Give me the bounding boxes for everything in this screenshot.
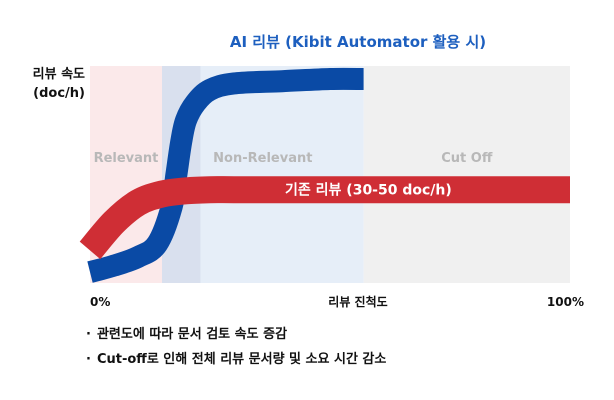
- y-axis-label-line2: (doc/h): [33, 86, 85, 101]
- note-1-text: 관련도에 따라 문서 검토 속도 증감: [96, 327, 288, 342]
- chart-title: AI 리뷰 (Kibit Automator 활용 시): [230, 33, 486, 51]
- note-2: · Cut-off로 인해 전체 리뷰 문서량 및 소요 시간 감소: [86, 348, 386, 367]
- x-axis-min-label: 0%: [90, 295, 110, 309]
- zone-label-cut-off: Cut Off: [441, 151, 493, 166]
- zone-label-relevant: Relevant: [94, 151, 159, 166]
- bullet-1: ·: [86, 327, 91, 342]
- bullet-2: ·: [86, 352, 91, 367]
- x-axis-max-label: 100%: [547, 295, 584, 309]
- note-1: · 관련도에 따라 문서 검토 속도 증감: [86, 323, 287, 342]
- note-2-text: Cut-off로 인해 전체 리뷰 문서량 및 소요 시간 감소: [96, 352, 387, 367]
- series-1-ribbon: [79, 176, 570, 260]
- x-axis-label: 리뷰 진척도: [328, 294, 387, 309]
- series-0-ribbon: [87, 67, 364, 283]
- chart-svg: Relevant Non-Relevant Cut Off 기존 리뷰 (30-50…: [33, 33, 584, 309]
- series-1-label: 기존 리뷰 (30-50 doc/h): [285, 183, 452, 199]
- zone-label-non-relevant: Non-Relevant: [213, 151, 312, 166]
- zone-cut-off: [363, 66, 570, 283]
- y-axis-label-line1: 리뷰 속도: [33, 66, 85, 82]
